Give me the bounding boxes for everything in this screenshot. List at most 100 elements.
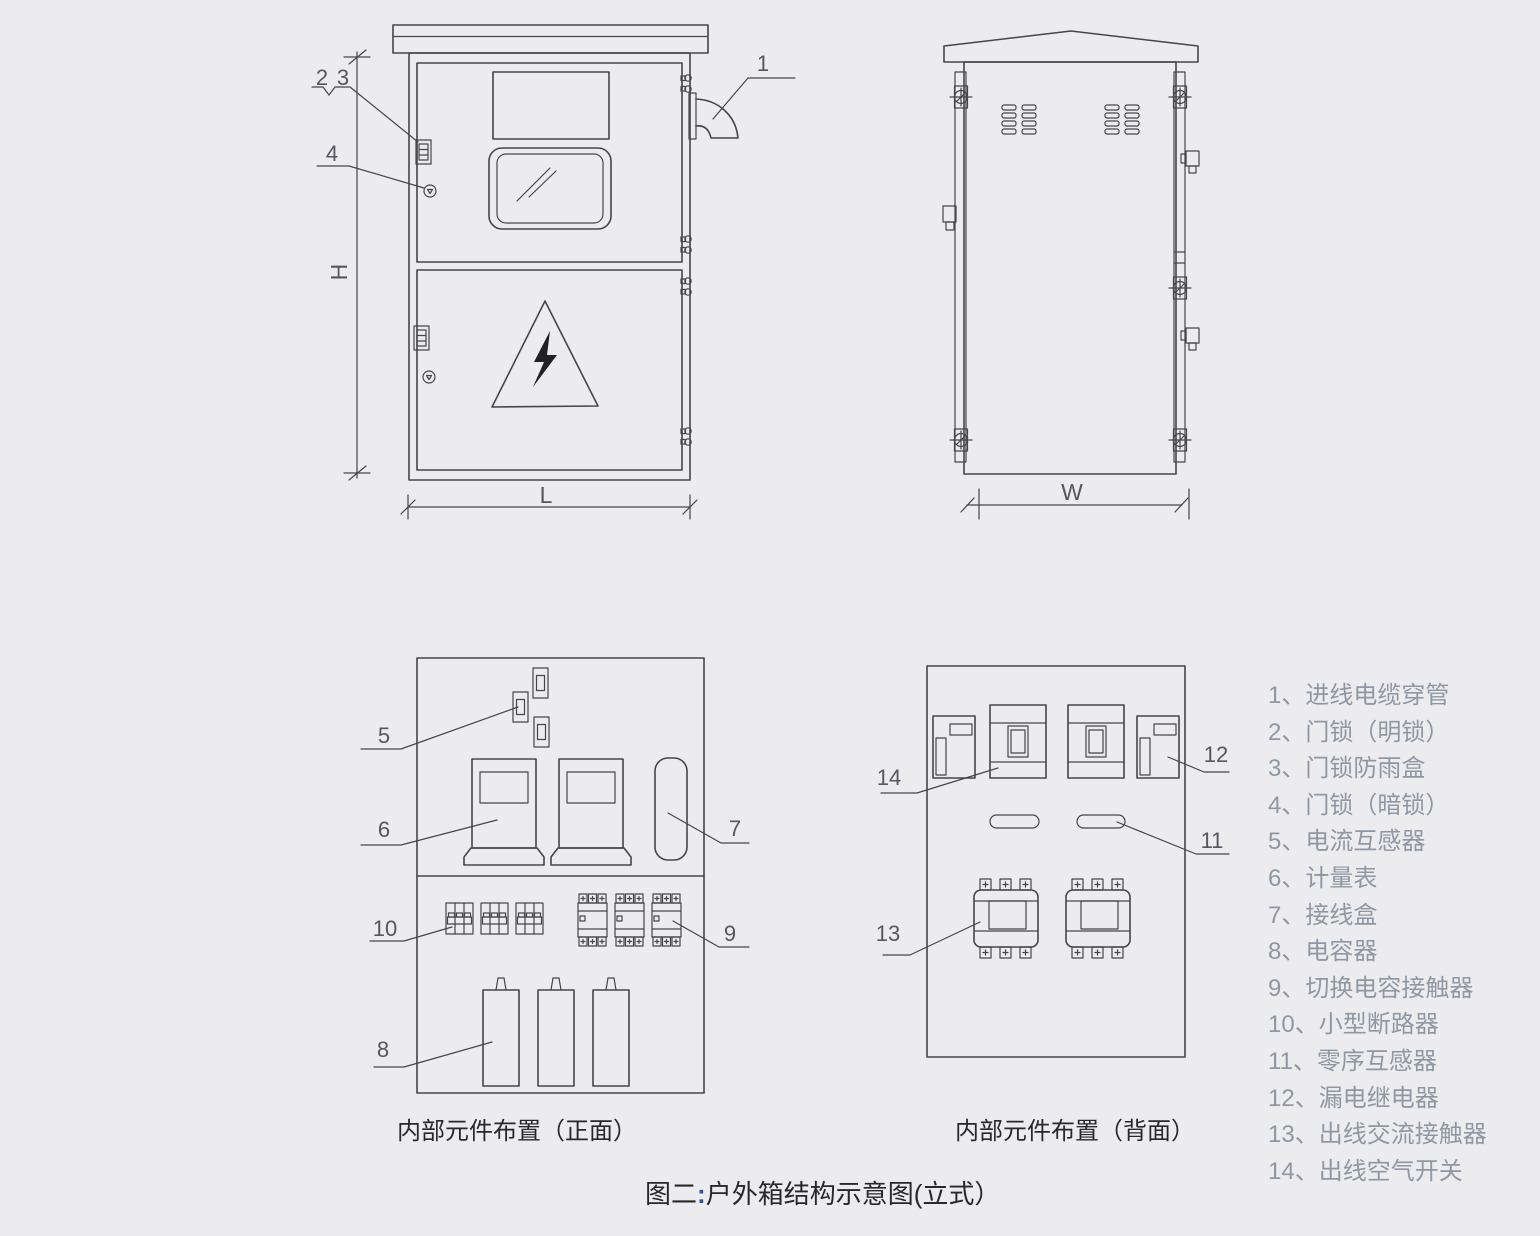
leader-2-3 — [311, 86, 419, 143]
vent-louvers — [1104, 104, 1140, 135]
legend-item: 2、门锁（明锁） — [1268, 718, 1450, 746]
leakage-relay — [1136, 715, 1180, 779]
dim-label-W: W — [1061, 479, 1083, 505]
vent-louvers — [1001, 104, 1037, 135]
callout-5: 5 — [378, 723, 390, 748]
cabinet-body-rear — [963, 61, 1177, 475]
corner-bolt — [949, 428, 973, 452]
mini-circuit-breaker — [445, 902, 474, 935]
leader-10 — [369, 926, 453, 942]
legend-item: 14、出线空气开关 — [1268, 1157, 1463, 1185]
callout-2: 2 — [316, 65, 328, 90]
hidden-lock-lower — [422, 370, 436, 384]
meter-window-glass — [496, 153, 604, 224]
rear-view: W — [942, 30, 1200, 520]
leader-9 — [672, 920, 750, 948]
energy-meter — [463, 758, 545, 866]
leader-11 — [1116, 821, 1230, 855]
lower-door — [416, 269, 683, 471]
legend-item: 5、电流互感器 — [1268, 828, 1426, 856]
cabinet-body — [408, 52, 691, 481]
callout-12: 12 — [1204, 742, 1228, 767]
side-latch — [1180, 150, 1200, 174]
front-view: H L 1 2 3 4 — [311, 24, 796, 520]
capacitor — [537, 977, 575, 1087]
mini-circuit-breaker — [480, 902, 509, 935]
conduit-flange — [688, 92, 697, 140]
legend: 1、进线电缆穿管 2、门锁（明锁） 3、门锁防雨盒 4、门锁（暗锁） 5、电流互… — [1268, 678, 1538, 1190]
leader-13 — [882, 921, 981, 956]
outlet-ac-contactor — [1065, 878, 1131, 959]
hidden-lock-upper — [423, 184, 437, 198]
figure-caption-label: 图二 — [645, 1179, 698, 1209]
lightning-bolt-icon — [533, 331, 557, 387]
callout-4: 4 — [326, 141, 338, 166]
callout-11: 11 — [1201, 828, 1224, 853]
outlet-air-switch — [989, 704, 1047, 779]
callout-13: 13 — [876, 921, 900, 946]
zero-sequence-ct — [1076, 814, 1126, 829]
caption-internal-rear: 内部元件布置（背面） — [955, 1118, 1195, 1145]
leader-1 — [712, 77, 796, 120]
callout-9: 9 — [724, 921, 736, 946]
internal-layout-rear: 14 12 11 13 — [876, 665, 1230, 1058]
callout-7: 7 — [729, 816, 741, 841]
legend-item: 7、接线盒 — [1268, 901, 1378, 929]
capacitor — [592, 977, 630, 1087]
legend-item: 12、漏电继电器 — [1268, 1084, 1439, 1112]
leader-14 — [880, 767, 999, 794]
figure-caption-colon: : — [697, 1179, 706, 1209]
leader-7 — [667, 812, 750, 844]
glass-glint — [528, 170, 557, 198]
meter-window-frame — [488, 147, 612, 230]
legend-item: 9、切换电容接触器 — [1268, 974, 1474, 1002]
glass-glint — [516, 167, 551, 202]
side-latch-left — [942, 205, 957, 223]
current-transformer — [533, 716, 550, 748]
capacitor-contactor — [651, 893, 682, 947]
legend-item: 6、计量表 — [1268, 864, 1378, 892]
leader-8 — [373, 1041, 493, 1068]
zero-sequence-ct — [989, 814, 1040, 829]
figure-caption-text: 户外箱结构示意图(立式） — [705, 1179, 1001, 1209]
dim-label-L: L — [540, 482, 553, 508]
mini-circuit-breaker — [515, 902, 544, 935]
legend-item: 8、电容器 — [1268, 938, 1378, 966]
current-transformer — [532, 667, 549, 699]
warning-triangle — [491, 300, 599, 408]
corner-bolt — [1168, 428, 1192, 452]
roof — [392, 24, 709, 54]
upper-door — [416, 62, 683, 263]
legend-item: 1、进线电缆穿管 — [1268, 682, 1450, 709]
inlet-cable-conduit — [695, 98, 739, 139]
figure-caption: 图二:户外箱结构示意图(立式） — [645, 1174, 1000, 1211]
outlet-ac-contactor — [973, 878, 1039, 959]
dim-label-H: H — [326, 264, 352, 281]
internal-layout-front: 5 6 7 10 9 8 — [360, 657, 750, 1094]
callout-1: 1 — [757, 51, 769, 76]
callout-3: 3 — [337, 65, 349, 90]
callout-10: 10 — [373, 916, 397, 941]
energy-meter — [550, 758, 632, 866]
corner-bolt — [1168, 85, 1192, 109]
legend-item: 4、门锁（暗锁） — [1268, 791, 1450, 819]
right-rail — [1173, 71, 1186, 463]
door-lock-upper — [415, 139, 432, 165]
callout-14: 14 — [877, 765, 901, 790]
capacitor — [482, 977, 520, 1087]
capacitor-contactor — [577, 893, 608, 947]
caption-internal-front: 内部元件布置（正面） — [397, 1118, 637, 1145]
outlet-air-switch — [1067, 704, 1125, 779]
corner-bolt — [949, 85, 973, 109]
current-transformer — [512, 691, 529, 723]
side-latch — [1180, 327, 1200, 351]
leader-4 — [316, 165, 425, 189]
leakage-relay — [932, 715, 976, 779]
roof-peak — [943, 30, 1199, 63]
legend-item: 13、出线交流接触器 — [1268, 1121, 1487, 1149]
callout-8: 8 — [377, 1037, 389, 1062]
left-rail — [954, 71, 967, 463]
leader-12 — [1167, 756, 1230, 773]
